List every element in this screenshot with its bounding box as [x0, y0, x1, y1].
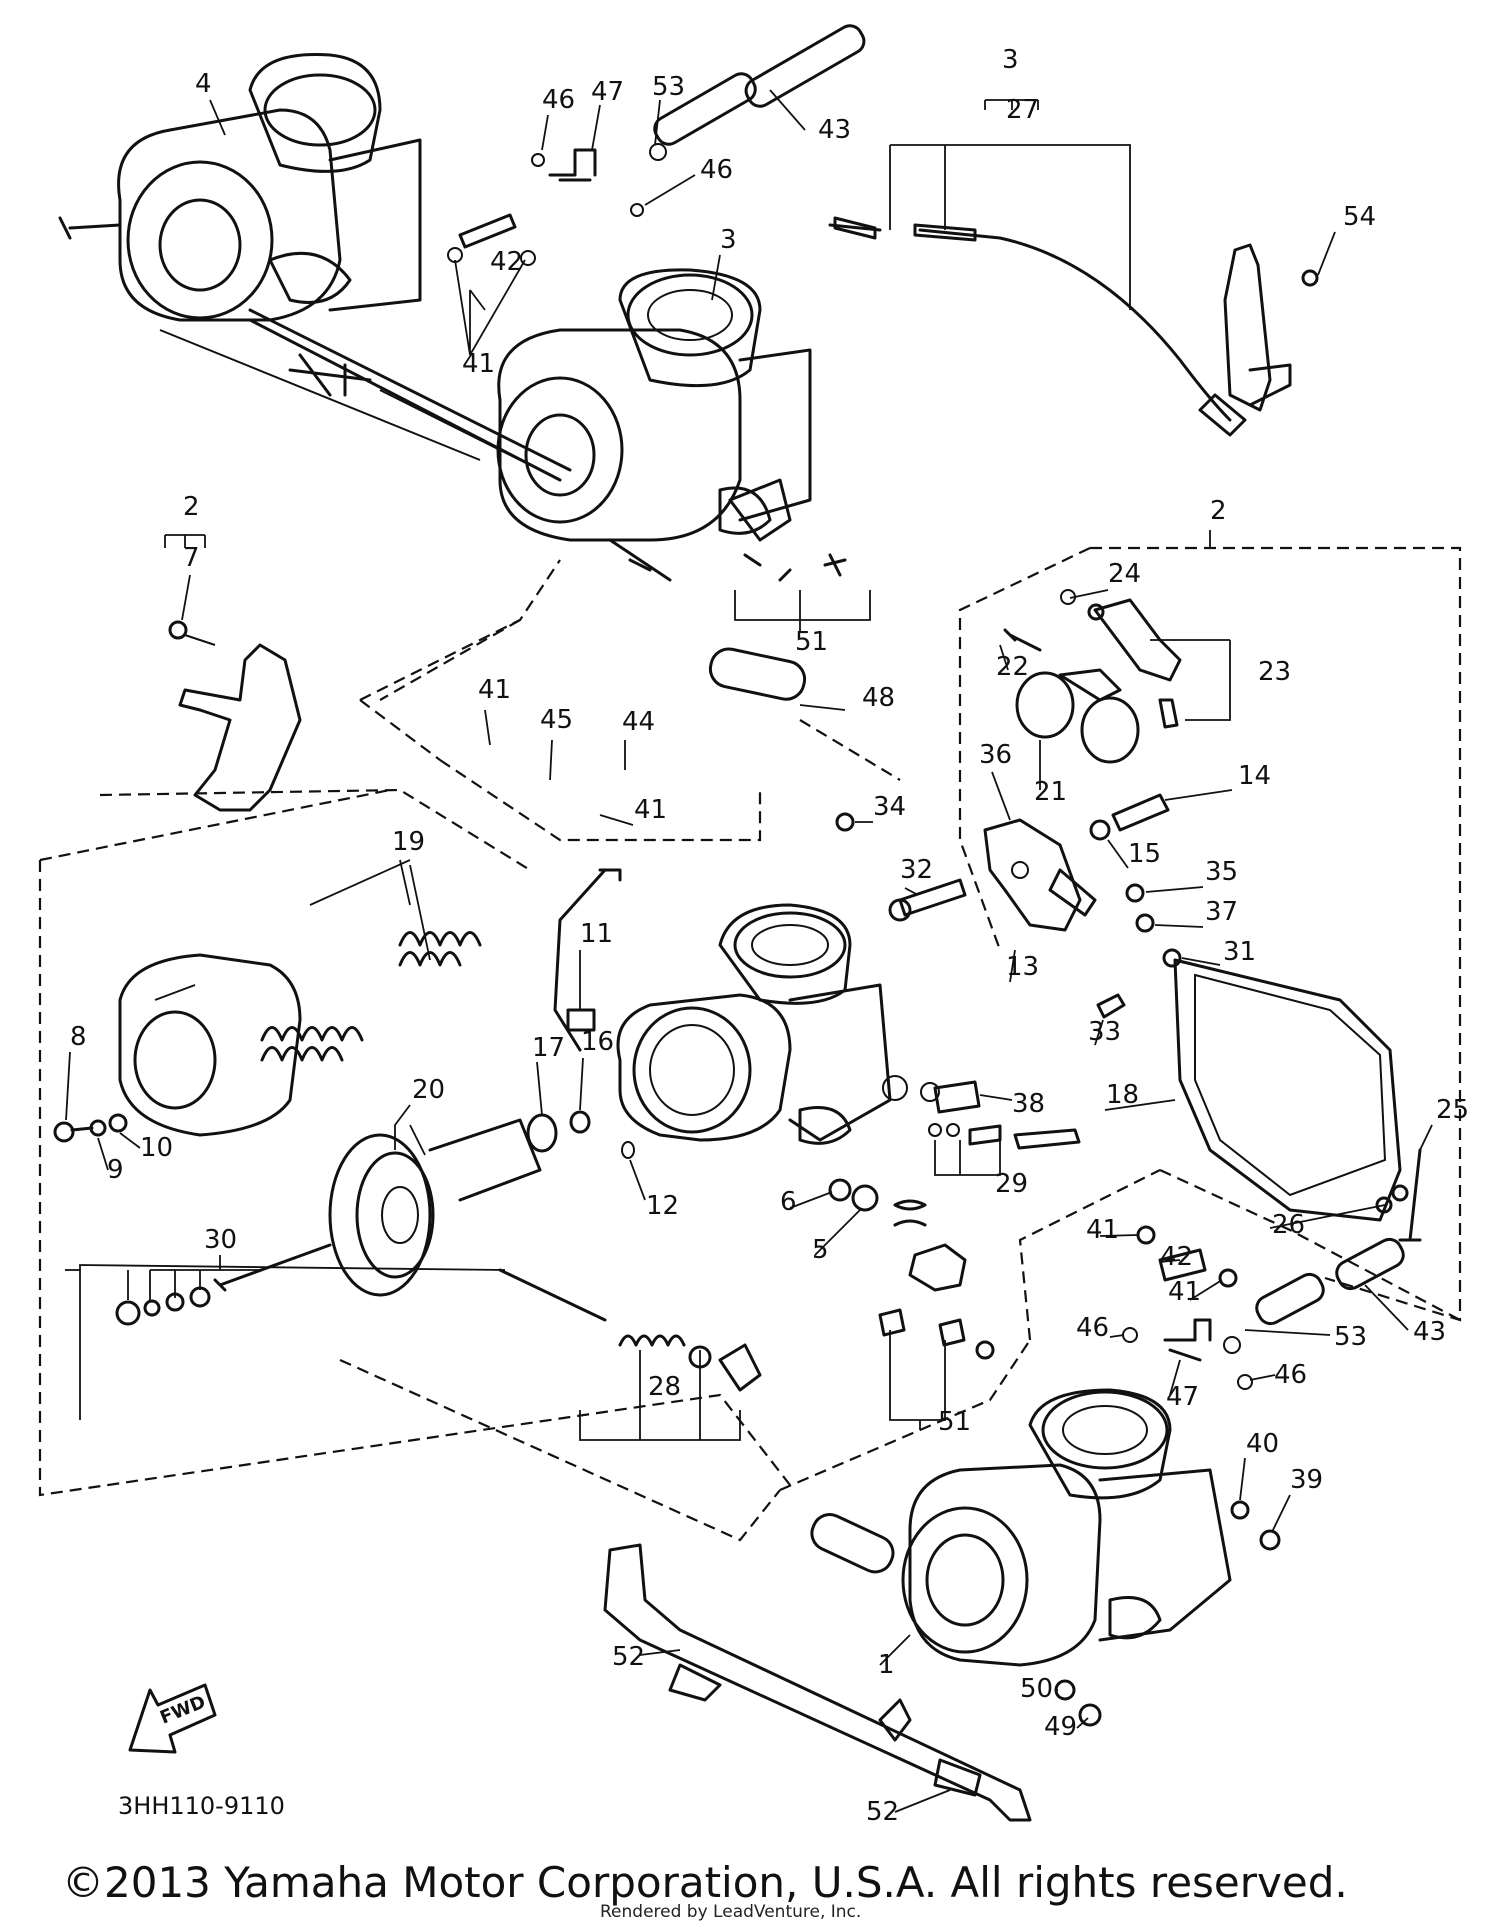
callout-46: 46 — [1274, 1360, 1307, 1390]
link-rod-52 — [603, 1543, 1032, 1822]
callout-54: 54 — [1343, 202, 1376, 232]
fwd-label: FWD — [157, 1692, 209, 1729]
leader-lines — [65, 89, 1433, 1813]
callout-24: 24 — [1108, 559, 1141, 589]
callout-23: 23 — [1258, 657, 1291, 687]
callout-11: 11 — [580, 919, 613, 949]
throttle-cable-assembly — [828, 216, 1319, 437]
callout-45: 45 — [540, 705, 573, 735]
bracket-7 — [168, 620, 302, 812]
vacuum-chamber-group — [53, 931, 762, 1392]
group-outlines — [38, 546, 1462, 1542]
callout-6: 6 — [780, 1187, 797, 1217]
forward-arrow-icon: FWD — [128, 1683, 217, 1754]
callout-41: 41 — [634, 795, 667, 825]
callout-41: 41 — [462, 349, 495, 379]
callout-29: 29 — [995, 1169, 1028, 1199]
carburetor-bank-top — [58, 52, 847, 582]
callout-43: 43 — [1413, 1317, 1446, 1347]
callout-9: 9 — [107, 1155, 124, 1185]
callout-53: 53 — [652, 72, 685, 102]
carburetor-bottom — [810, 1388, 1281, 1727]
callout-42: 42 — [490, 247, 523, 277]
callout-43: 43 — [818, 115, 851, 145]
copyright-notice: ©2013 Yamaha Motor Corporation, U.S.A. A… — [62, 1858, 1348, 1907]
callout-2: 2 — [1210, 496, 1227, 526]
callout-25: 25 — [1436, 1095, 1469, 1125]
callout-42: 42 — [1160, 1242, 1193, 1272]
callout-3: 3 — [720, 225, 737, 255]
callout-49: 49 — [1044, 1712, 1077, 1742]
callout-48: 48 — [862, 683, 895, 713]
callout-12: 12 — [646, 1191, 679, 1221]
callout-4: 4 — [195, 69, 212, 99]
callout-41: 41 — [1086, 1215, 1119, 1245]
callout-20: 20 — [412, 1075, 445, 1105]
callout-3: 3 — [1002, 45, 1019, 75]
callout-32: 32 — [900, 855, 933, 885]
callout-41: 41 — [478, 675, 511, 705]
callout-46: 46 — [1076, 1313, 1109, 1343]
callout-21: 21 — [1034, 777, 1067, 807]
callout-50: 50 — [1020, 1674, 1053, 1704]
callout-18: 18 — [1106, 1080, 1139, 1110]
callout-8: 8 — [70, 1022, 87, 1052]
choke-plunger-group — [1003, 589, 1182, 764]
callout-14: 14 — [1238, 761, 1271, 791]
callout-19: 19 — [392, 827, 425, 857]
callout-38: 38 — [1012, 1089, 1045, 1119]
callout-17: 17 — [532, 1033, 565, 1063]
callout-46: 46 — [542, 85, 575, 115]
callout-53: 53 — [1334, 1322, 1367, 1352]
callout-47: 47 — [1166, 1382, 1199, 1412]
callout-52: 52 — [866, 1797, 899, 1827]
callout-1: 1 — [878, 1650, 895, 1680]
callout-2: 2 — [183, 492, 200, 522]
callout-33: 33 — [1088, 1017, 1121, 1047]
callout-15: 15 — [1128, 839, 1161, 869]
callout-46: 46 — [700, 155, 733, 185]
callout-40: 40 — [1246, 1429, 1279, 1459]
callout-5: 5 — [812, 1235, 829, 1265]
callout-16: 16 — [581, 1027, 614, 1057]
callout-37: 37 — [1205, 897, 1238, 927]
callout-52: 52 — [612, 1642, 645, 1672]
callout-41: 41 — [1168, 1277, 1201, 1307]
callout-22: 22 — [996, 652, 1029, 682]
callout-7: 7 — [183, 543, 200, 573]
callout-34: 34 — [873, 792, 906, 822]
callout-31: 31 — [1223, 937, 1256, 967]
callout-27: 27 — [1006, 95, 1039, 125]
callout-28: 28 — [648, 1372, 681, 1402]
callout-26: 26 — [1272, 1210, 1305, 1240]
renderer-credit: Rendered by LeadVenture, Inc. — [600, 1902, 862, 1922]
callout-36: 36 — [979, 740, 1012, 770]
diagram-code: 3HH110-9110 — [118, 1792, 285, 1820]
callout-47: 47 — [591, 77, 624, 107]
callout-51: 51 — [795, 627, 828, 657]
callout-35: 35 — [1205, 857, 1238, 887]
callout-30: 30 — [204, 1225, 237, 1255]
carburetor-exploded-center — [526, 793, 1422, 1390]
callout-44: 44 — [622, 707, 655, 737]
callout-10: 10 — [140, 1133, 173, 1163]
callout-51: 51 — [938, 1407, 971, 1437]
callout-13: 13 — [1006, 952, 1039, 982]
callout-39: 39 — [1290, 1465, 1323, 1495]
